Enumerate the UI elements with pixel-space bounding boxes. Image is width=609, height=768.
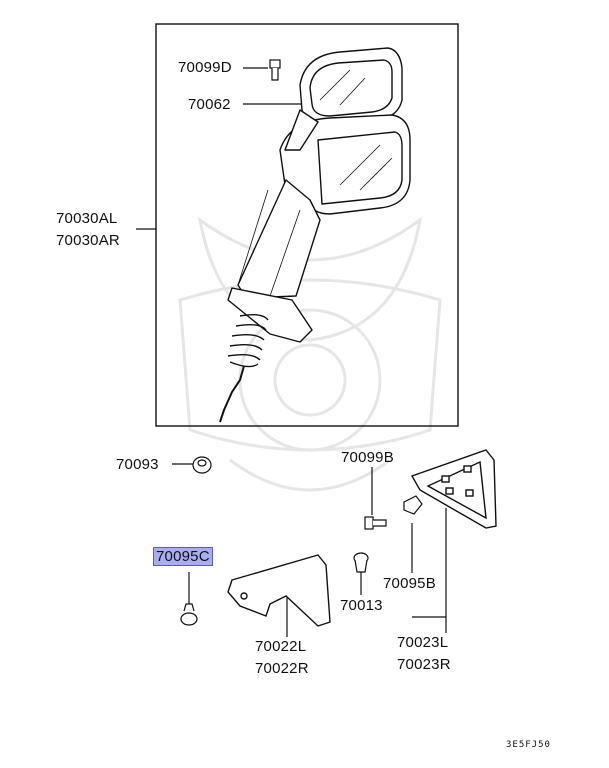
label-70023l[interactable]: 70023L xyxy=(397,634,449,651)
label-70022l[interactable]: 70022L xyxy=(255,638,307,655)
label-70022r[interactable]: 70022R xyxy=(255,660,309,677)
leader-lines xyxy=(136,67,447,637)
bracket-70022 xyxy=(227,554,331,627)
label-70023r[interactable]: 70023R xyxy=(397,656,451,673)
label-70030ar[interactable]: 70030AR xyxy=(56,232,120,249)
clip-70095b xyxy=(403,495,423,515)
label-70099d[interactable]: 70099D xyxy=(178,59,232,76)
label-70062[interactable]: 70062 xyxy=(188,96,231,113)
clip-70093 xyxy=(192,456,212,474)
label-70099b[interactable]: 70099B xyxy=(341,449,394,466)
watermark-emblem xyxy=(178,216,442,492)
diagram-code: 3E5FJ50 xyxy=(506,740,551,750)
mirror-assembly-drawing xyxy=(219,47,411,423)
screw-70099b xyxy=(364,516,387,530)
grommet-70013 xyxy=(353,552,369,573)
label-70095b[interactable]: 70095B xyxy=(383,575,436,592)
assembly-box xyxy=(155,23,459,427)
clip-70095c xyxy=(180,603,198,626)
triangle-cover-70023 xyxy=(410,449,497,529)
label-70030al[interactable]: 70030AL xyxy=(56,210,118,227)
bolt-70099d xyxy=(269,59,281,81)
label-70013[interactable]: 70013 xyxy=(340,597,383,614)
label-70095c[interactable]: 70095C xyxy=(153,547,213,566)
label-70093[interactable]: 70093 xyxy=(116,456,159,473)
